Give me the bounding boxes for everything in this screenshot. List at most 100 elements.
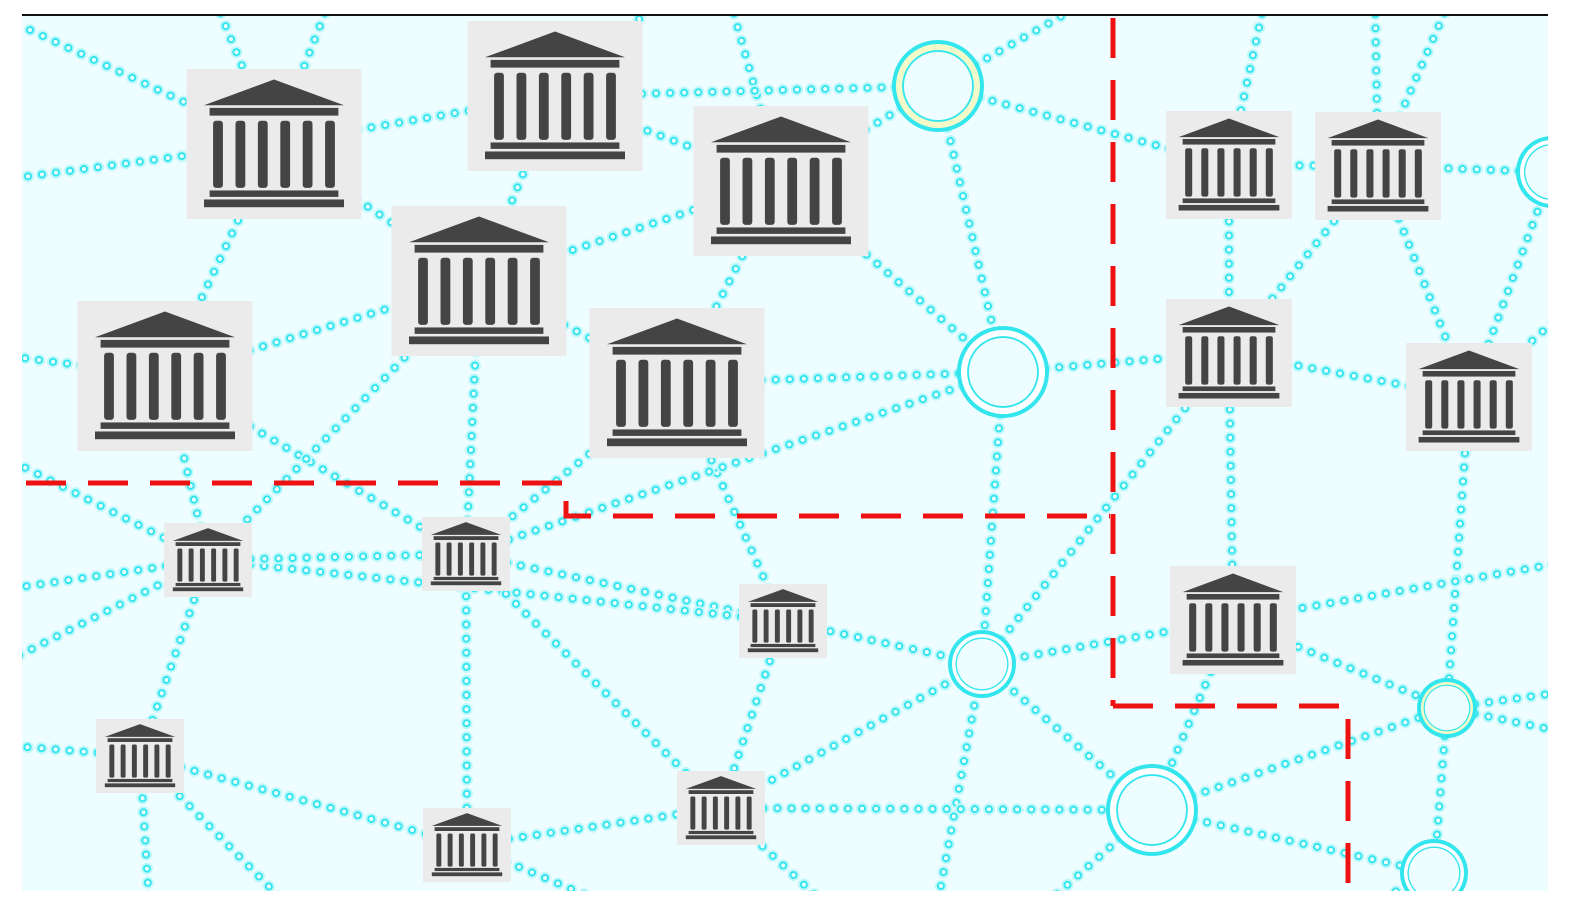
institution-node: [693, 106, 869, 256]
institution-node: [677, 771, 765, 845]
bank-step: [490, 142, 620, 149]
institution-node: [739, 584, 827, 658]
bank-column: [720, 157, 730, 225]
bank-building-icon: [607, 318, 747, 447]
bank-column: [302, 120, 313, 188]
link-bead-core: [1373, 15, 1380, 168]
bank-building-icon: [685, 776, 757, 840]
bank-step: [209, 190, 339, 197]
bank-entablature: [100, 339, 230, 348]
bank-column: [507, 257, 518, 325]
bank-roof: [711, 116, 851, 143]
bank-entablature: [612, 346, 742, 355]
link-bead-core: [675, 179, 783, 385]
bank-building-icon: [1418, 350, 1520, 443]
bank-entablature: [1186, 593, 1280, 600]
bank-column: [746, 796, 752, 830]
bank-column: [193, 352, 204, 420]
link-glow: [932, 80, 1009, 378]
boundary-partition-right: [1113, 703, 1351, 891]
ring-center: [1408, 847, 1460, 891]
bank-column: [1366, 149, 1374, 198]
bank-column: [120, 744, 126, 778]
bank-column: [1473, 380, 1481, 429]
bank-base: [1178, 392, 1280, 399]
bank-roof: [409, 216, 549, 243]
bank-column: [213, 120, 223, 188]
bank-column: [211, 548, 217, 582]
bank-entablature: [716, 144, 846, 153]
bank-roof: [1182, 573, 1284, 593]
network-link: [462, 550, 725, 812]
bank-column: [1334, 149, 1342, 198]
bank-column: [1233, 148, 1241, 197]
bank-column: [492, 833, 498, 867]
bank-column: [1201, 148, 1209, 197]
bank-column: [808, 609, 814, 643]
bank-column: [188, 548, 194, 582]
bank-building-icon: [485, 31, 625, 160]
bank-building-icon: [430, 522, 502, 586]
bank-column: [418, 257, 428, 325]
bank-entablature: [414, 244, 544, 253]
bank-entablature: [1182, 138, 1276, 145]
link-bead-core: [272, 94, 557, 146]
bank-entablature: [1182, 326, 1276, 333]
bank-building-icon: [431, 813, 503, 877]
bank-step: [1182, 386, 1276, 392]
network-link: [204, 556, 787, 625]
bank-base: [172, 587, 244, 592]
bank-column: [491, 542, 497, 576]
bank-column: [638, 359, 649, 427]
bank-roof: [1178, 306, 1280, 326]
bank-step: [750, 643, 816, 648]
link-bead-core: [138, 754, 277, 891]
ring-center: [1525, 145, 1548, 199]
bank-column: [494, 72, 504, 140]
bank-column: [616, 359, 626, 427]
link-bead-core: [980, 662, 1154, 812]
link-bead-core: [980, 351, 1231, 666]
link-glow: [775, 175, 1009, 378]
bank-column: [660, 359, 671, 427]
bank-column: [606, 72, 616, 140]
bank-column: [447, 833, 453, 867]
bank-roof: [95, 311, 235, 338]
link-bead-core: [477, 279, 679, 385]
bank-column: [832, 157, 842, 225]
bank-entablature: [1331, 139, 1425, 146]
bank-column: [481, 833, 487, 867]
institution-node: [164, 523, 252, 597]
bank-column: [530, 257, 540, 325]
bank-step: [107, 778, 173, 783]
bank-column: [1441, 380, 1449, 429]
link-bead-core: [1001, 351, 1231, 374]
bank-column: [1269, 603, 1277, 652]
institution-node: [1406, 343, 1532, 451]
bank-column: [1457, 380, 1465, 429]
bank-column: [1425, 380, 1433, 429]
bank-base: [711, 236, 851, 245]
bank-roof: [1178, 118, 1280, 138]
ring-node-icon: [957, 326, 1049, 418]
network-link: [1552, 120, 1578, 172]
bank-column: [480, 542, 486, 576]
bank-column: [171, 352, 182, 420]
bank-base: [1178, 204, 1280, 211]
bank-column: [583, 72, 594, 140]
bank-step: [612, 429, 742, 436]
ring-node-icon: [892, 40, 984, 132]
bank-step: [1422, 430, 1516, 436]
bank-column: [1221, 603, 1229, 652]
bank-roof: [685, 776, 757, 789]
ring-node-icon: [1400, 839, 1468, 891]
bank-column: [154, 744, 160, 778]
bank-step: [688, 830, 754, 835]
bank-column: [446, 542, 452, 576]
bank-column: [1189, 603, 1197, 652]
bank-column: [1217, 148, 1225, 197]
bank-building-icon: [204, 79, 344, 208]
bank-column: [1350, 149, 1358, 198]
